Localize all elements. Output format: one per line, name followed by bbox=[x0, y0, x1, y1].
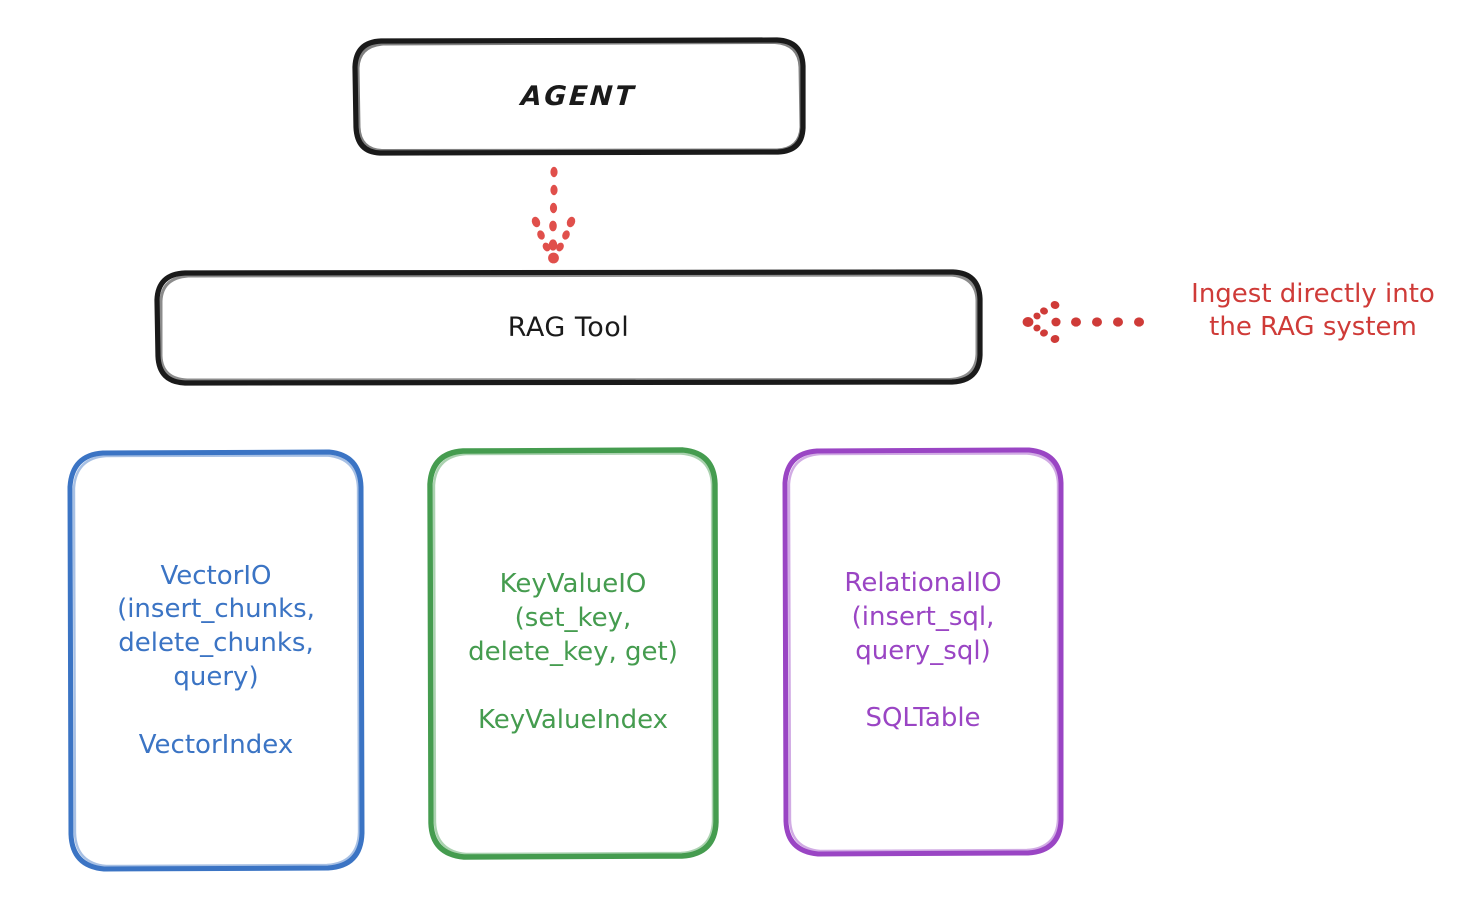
node-keyvalue-io[interactable]: KeyValueIO (set_key, delete_key, get) Ke… bbox=[430, 450, 716, 856]
keyvalue-io-label: KeyValueIO (set_key, delete_key, get) bbox=[468, 569, 678, 667]
vector-index-label: VectorIndex bbox=[138, 729, 294, 760]
agent-label: AGENT bbox=[520, 81, 638, 112]
relational-index-label: SQLTable bbox=[865, 703, 981, 734]
node-vector-io[interactable]: VectorIO (insert_chunks, delete_chunks, … bbox=[70, 452, 362, 870]
ingest-annotation-text: Ingest directly into the RAG system bbox=[1191, 279, 1435, 343]
ingest-to-rag-connector bbox=[1022, 300, 1144, 344]
node-relational-io[interactable]: RelationalIO (insert_sql, query_sql) SQL… bbox=[785, 450, 1061, 853]
keyvalue-index-label: KeyValueIndex bbox=[477, 704, 669, 735]
rag-tool-label: RAG Tool bbox=[507, 312, 630, 343]
node-agent[interactable]: AGENT bbox=[355, 40, 803, 153]
relational-io-label: RelationalIO (insert_sql, query_sql) bbox=[844, 567, 1002, 666]
node-rag-tool[interactable]: RAG Tool bbox=[157, 272, 980, 383]
agent-to-rag-connector bbox=[531, 166, 576, 264]
vector-io-label: VectorIO (insert_chunks, delete_chunks, … bbox=[117, 560, 315, 692]
